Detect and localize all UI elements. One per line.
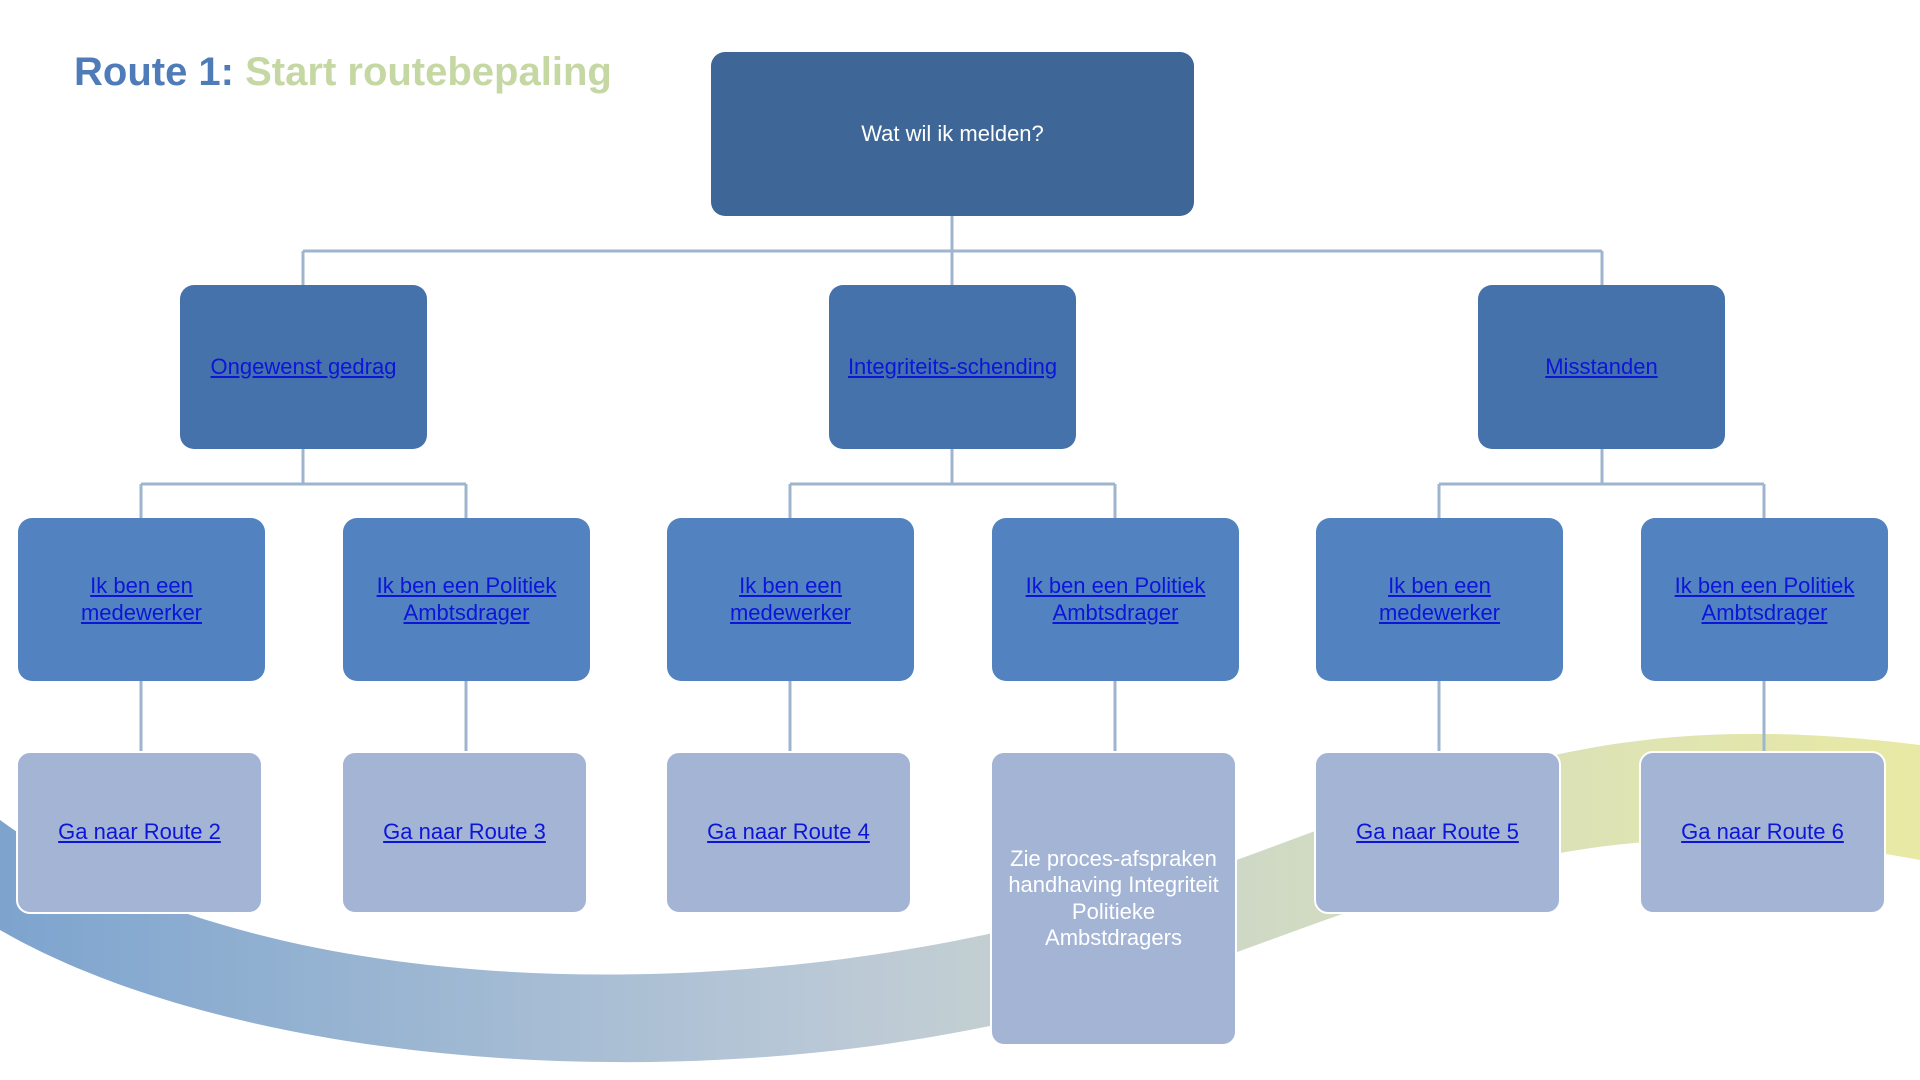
root-question-box: Wat wil ik melden? (711, 52, 1194, 216)
role-medewerker-misstanden[interactable]: Ik ben een medewerker (1316, 518, 1563, 681)
role-label[interactable]: Ik ben een medewerker (80, 573, 203, 625)
role-label[interactable]: Ik ben een medewerker (1378, 573, 1501, 625)
root-question-label: Wat wil ik melden? (861, 120, 1044, 146)
category-label[interactable]: Integriteits-schending (847, 353, 1058, 379)
category-misstanden[interactable]: Misstanden (1478, 285, 1725, 449)
role-label[interactable]: Ik ben een Politiek Ambtsdrager (376, 573, 557, 625)
role-label[interactable]: Ik ben een medewerker (729, 573, 852, 625)
category-integriteitsschending[interactable]: Integriteits-schending (829, 285, 1076, 449)
role-medewerker-integriteit[interactable]: Ik ben een medewerker (667, 518, 914, 681)
category-label[interactable]: Ongewenst gedrag (210, 353, 397, 379)
role-ambtsdrager-ongewenst[interactable]: Ik ben een Politiek Ambtsdrager (343, 518, 590, 681)
title-route-name: Start routebepaling (245, 50, 612, 94)
route-6-box[interactable]: Ga naar Route 6 (1639, 751, 1886, 914)
route-link[interactable]: Ga naar Route 6 (1681, 819, 1844, 845)
process-agreements-text: Zie proces-afspraken handhaving Integrit… (1008, 845, 1219, 950)
route-2-box[interactable]: Ga naar Route 2 (16, 751, 263, 914)
route-4-box[interactable]: Ga naar Route 4 (665, 751, 912, 914)
route-link[interactable]: Ga naar Route 4 (707, 819, 870, 845)
route-link[interactable]: Ga naar Route 3 (383, 819, 546, 845)
category-label[interactable]: Misstanden (1545, 353, 1658, 379)
route-5-box[interactable]: Ga naar Route 5 (1314, 751, 1561, 914)
page-title: Route 1: Start routebepaling (74, 50, 612, 95)
route-link[interactable]: Ga naar Route 2 (58, 819, 221, 845)
role-ambtsdrager-misstanden[interactable]: Ik ben een Politiek Ambtsdrager (1641, 518, 1888, 681)
role-ambtsdrager-integriteit[interactable]: Ik ben een Politiek Ambtsdrager (992, 518, 1239, 681)
process-agreements-box: Zie proces-afspraken handhaving Integrit… (990, 751, 1237, 1046)
route-link[interactable]: Ga naar Route 5 (1356, 819, 1519, 845)
category-ongewenst-gedrag[interactable]: Ongewenst gedrag (180, 285, 427, 449)
title-route-number: Route 1: (74, 50, 234, 94)
role-label[interactable]: Ik ben een Politiek Ambtsdrager (1025, 573, 1206, 625)
role-label[interactable]: Ik ben een Politiek Ambtsdrager (1674, 573, 1855, 625)
role-medewerker-ongewenst[interactable]: Ik ben een medewerker (18, 518, 265, 681)
route-3-box[interactable]: Ga naar Route 3 (341, 751, 588, 914)
